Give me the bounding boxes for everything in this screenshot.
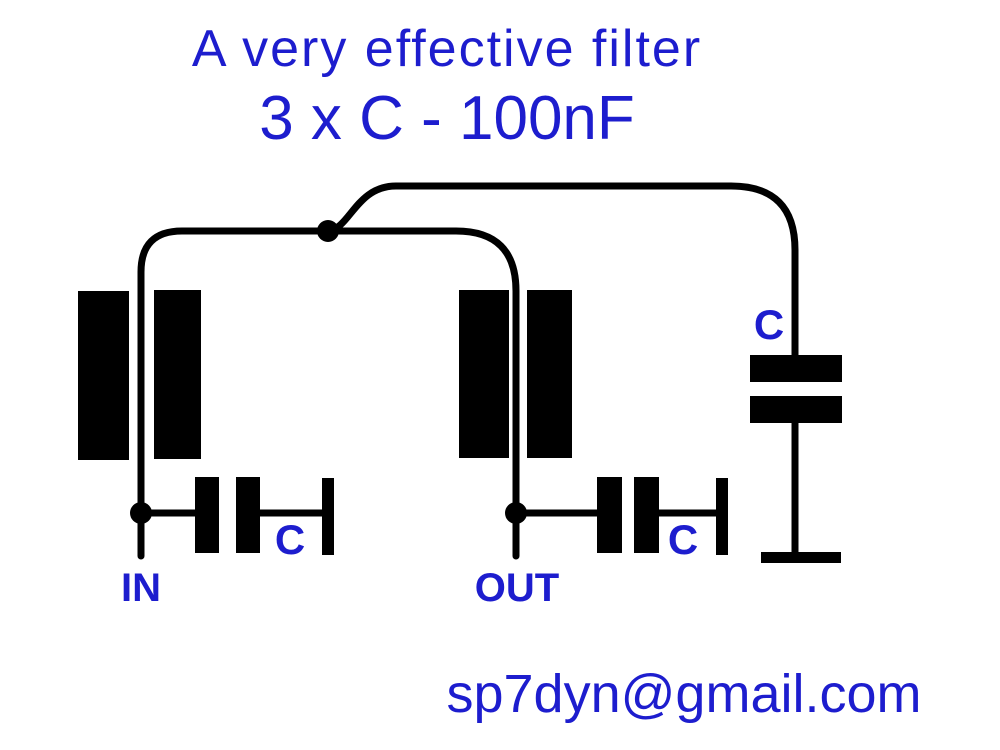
wire-group bbox=[137, 182, 799, 560]
ferrite-right-bar-b bbox=[527, 290, 572, 458]
capacitor-out-endbar bbox=[716, 478, 728, 555]
output-port-label: OUT bbox=[474, 566, 560, 610]
capacitor-shunt bbox=[750, 355, 842, 423]
capacitor-out-plate-b bbox=[634, 477, 659, 553]
junction-dot-out bbox=[505, 502, 527, 524]
capacitor-out-label: C bbox=[667, 516, 699, 563]
capacitor-in-endbar bbox=[322, 478, 334, 555]
diagram-title: A very effective filter bbox=[191, 20, 703, 78]
junction-dot-in bbox=[130, 502, 152, 524]
ferrite-left-bar-b bbox=[154, 290, 201, 459]
capacitor-in-plate-b bbox=[236, 477, 260, 553]
contact-email: sp7dyn@gmail.com bbox=[446, 664, 922, 724]
capacitor-shunt-label: C bbox=[753, 301, 785, 348]
wire-in-to-out bbox=[137, 227, 520, 560]
ferrite-left-bar-a bbox=[78, 291, 129, 460]
capacitor-in bbox=[195, 477, 334, 555]
capacitor-shunt-plate-a bbox=[750, 355, 842, 382]
capacitor-out-plate-a bbox=[597, 477, 622, 553]
capacitor-in-plate-a bbox=[195, 477, 219, 553]
input-port-label: IN bbox=[121, 566, 161, 610]
junction-dots bbox=[130, 220, 527, 524]
capacitor-shunt-plate-b bbox=[750, 396, 842, 423]
wire-junction-to-shunt-cap bbox=[324, 182, 799, 360]
capacitor-in-label: C bbox=[274, 516, 306, 563]
ferrite-right-bar-a bbox=[459, 290, 509, 458]
diagram-subtitle: 3 x C - 100nF bbox=[259, 84, 635, 153]
junction-dot-top bbox=[317, 220, 339, 242]
capacitor-out bbox=[597, 477, 728, 555]
ferrite-choke-left bbox=[78, 290, 201, 460]
ferrite-choke-right bbox=[459, 290, 572, 458]
ground-symbol bbox=[761, 552, 841, 563]
